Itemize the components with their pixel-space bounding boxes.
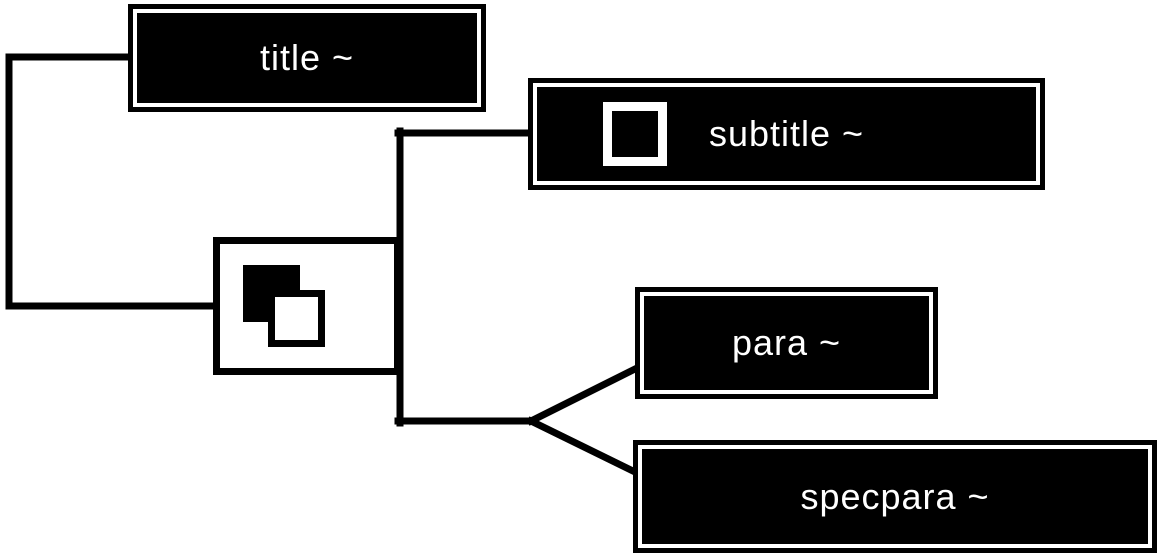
connector-fork-to-specpara bbox=[526, 416, 642, 478]
node-subtitle-label: subtitle ~ bbox=[708, 113, 865, 154]
node-subtitle-body: subtitle ~ bbox=[533, 83, 1040, 185]
connector-root-to-title bbox=[5, 53, 218, 310]
node-para-label: para ~ bbox=[731, 322, 842, 363]
node-para-body: para ~ bbox=[640, 292, 933, 394]
node-specpara-label: specpara ~ bbox=[800, 475, 990, 517]
node-subtitle: subtitle ~ bbox=[528, 78, 1045, 190]
node-title-body: title ~ bbox=[133, 9, 481, 107]
node-title-label: title ~ bbox=[259, 37, 355, 78]
node-title: title ~ bbox=[128, 4, 486, 112]
root-node bbox=[213, 237, 401, 375]
connector-fork-to-para bbox=[526, 363, 642, 426]
node-specpara: specpara ~ bbox=[633, 440, 1157, 553]
node-para: para ~ bbox=[635, 287, 938, 399]
square-outline-icon bbox=[603, 102, 667, 166]
node-specpara-body: specpara ~ bbox=[638, 445, 1152, 548]
